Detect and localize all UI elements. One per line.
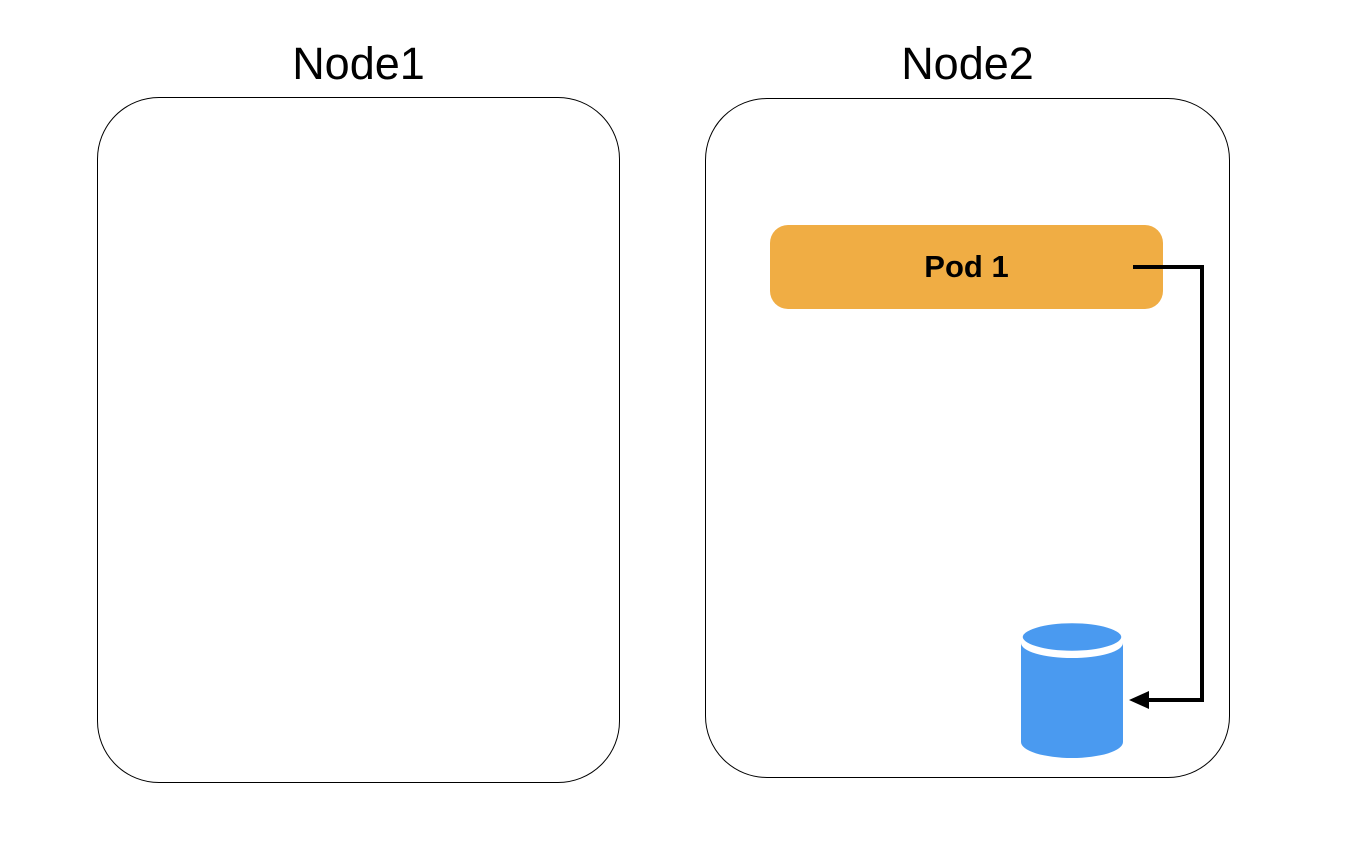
node1-title: Node1 <box>292 38 425 89</box>
pod1-label: Pod 1 <box>924 249 1009 284</box>
node2-title: Node2 <box>901 38 1034 89</box>
node1-container <box>97 97 620 783</box>
pod1-box: Pod 1 <box>770 225 1163 309</box>
node2-container <box>705 98 1230 778</box>
